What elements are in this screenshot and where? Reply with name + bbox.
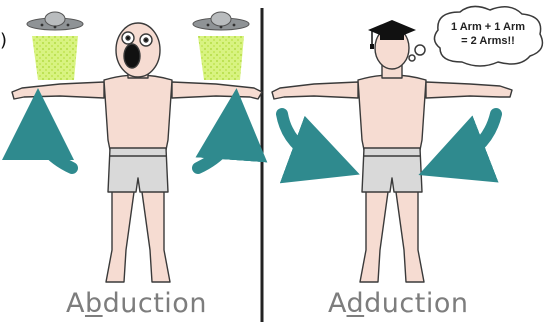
bubble-line-1: 1 Arm + 1 Arm [451,21,525,33]
caption-right-post: duction [364,288,468,319]
caption-left-underlined: b [85,288,103,319]
abduction-caption: Abduction [66,288,207,319]
bubble-line-2: = 2 Arms!! [461,35,515,47]
caption-left-pre: A [66,288,85,319]
caption-left-post: duction [103,288,207,319]
right-ufo-icon [193,12,249,80]
left-ufo-icon [27,12,83,80]
adduction-caption: Adduction [328,288,468,319]
caption-right-underlined: d [347,288,365,319]
thought-bubble-text: 1 Arm + 1 Arm = 2 Arms!! [442,20,534,48]
edge-glyph: ) [0,30,7,51]
caption-right-pre: A [328,288,347,319]
